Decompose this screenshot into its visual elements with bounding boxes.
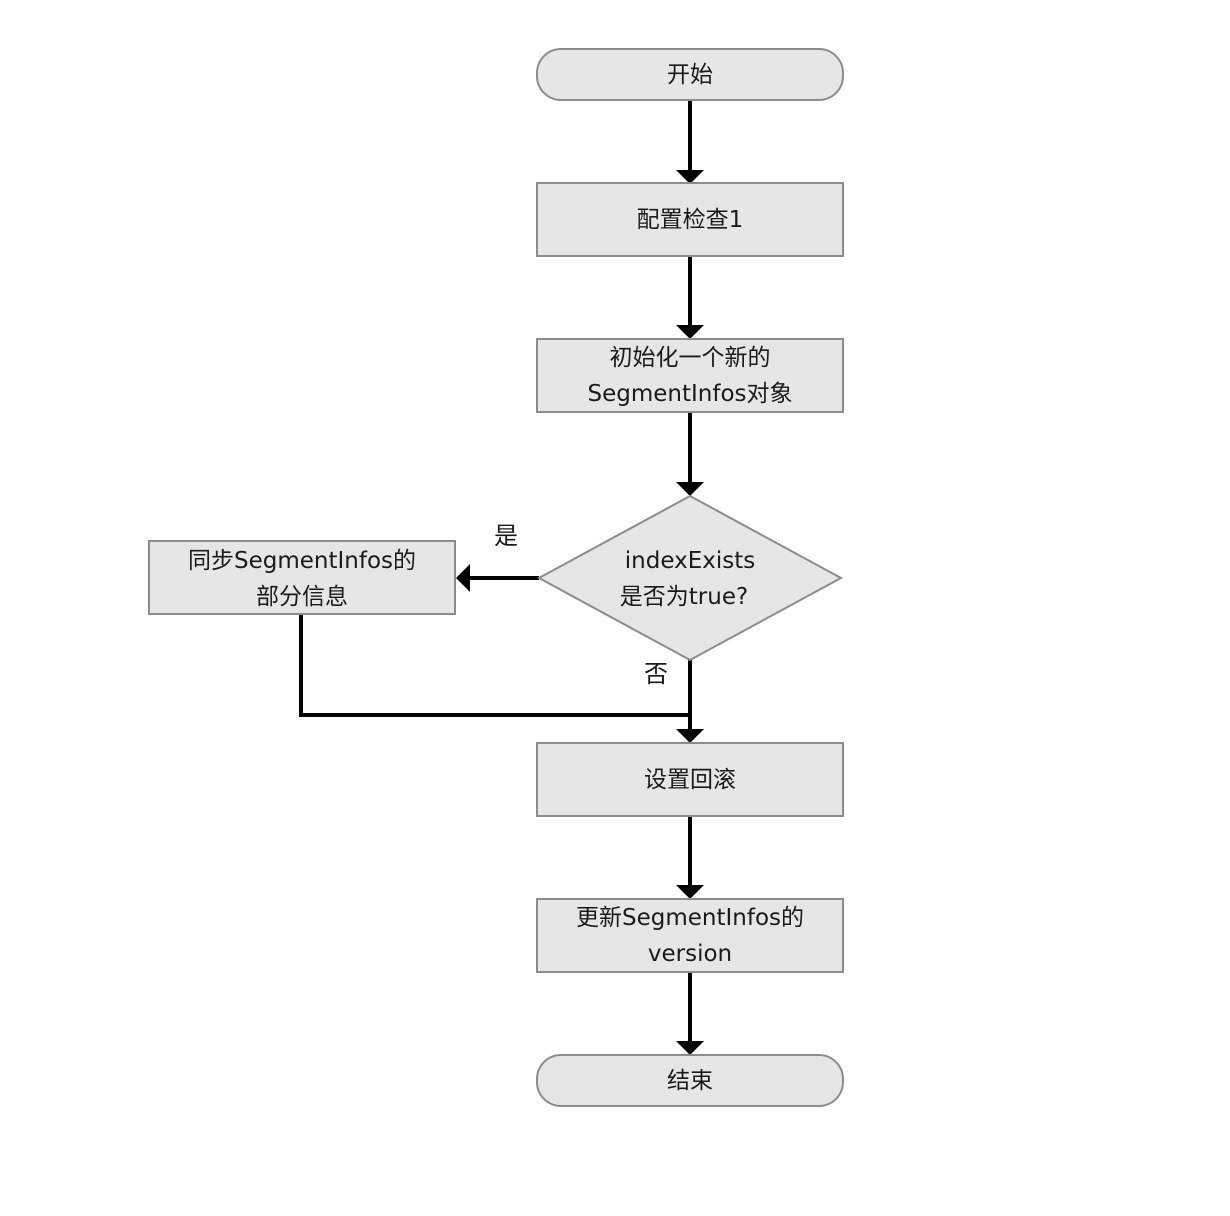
edge-sync-to-rollback[interactable] bbox=[299, 614, 690, 717]
node-update-version-line-1: 更新SegmentInfos的 bbox=[576, 905, 804, 931]
arrow-head bbox=[676, 170, 704, 184]
arrow-head bbox=[456, 564, 470, 592]
edge-config-check-to-init bbox=[676, 256, 704, 339]
node-index-exists-line-1: indexExists bbox=[625, 548, 755, 574]
edges bbox=[299, 100, 704, 1055]
arrow-head bbox=[676, 729, 704, 743]
node-sync-segment-infos-line-1: 同步SegmentInfos的 bbox=[188, 548, 416, 574]
node-start-label: 开始 bbox=[667, 62, 713, 88]
arrow-head bbox=[676, 482, 704, 496]
node-index-exists-decision[interactable]: indexExists 是否为true? bbox=[536, 494, 844, 662]
arrow-head bbox=[676, 885, 704, 899]
process-shape bbox=[536, 742, 844, 817]
edge-update-version-to-end bbox=[676, 972, 704, 1055]
arrow-head bbox=[676, 1041, 704, 1055]
edge-decision-yes-to-sync[interactable] bbox=[456, 564, 539, 592]
edge-label-yes: 是 bbox=[494, 522, 518, 550]
decision-shape bbox=[536, 494, 844, 662]
node-config-check-label: 配置检查1 bbox=[637, 207, 744, 233]
node-sync-segment-infos[interactable]: 同步SegmentInfos的 部分信息 bbox=[148, 540, 456, 615]
terminator-shape bbox=[536, 48, 844, 101]
node-init-segment-infos-line-2: SegmentInfos对象 bbox=[587, 381, 792, 407]
node-set-rollback-label: 设置回滚 bbox=[644, 767, 736, 793]
node-start[interactable]: 开始 bbox=[536, 48, 844, 101]
node-config-check[interactable]: 配置检查1 bbox=[536, 182, 844, 257]
edge-decision-no-to-rollback[interactable] bbox=[676, 660, 704, 743]
edge-rollback-to-update-version bbox=[676, 816, 704, 899]
node-init-segment-infos[interactable]: 初始化一个新的 SegmentInfos对象 bbox=[536, 338, 844, 413]
node-update-version[interactable]: 更新SegmentInfos的 version bbox=[536, 898, 844, 973]
process-shape bbox=[536, 338, 844, 413]
node-index-exists-line-2: 是否为true? bbox=[620, 584, 748, 610]
node-end-label: 结束 bbox=[667, 1068, 713, 1094]
terminator-shape bbox=[536, 1054, 844, 1107]
edge-init-to-decision bbox=[676, 412, 704, 496]
node-end[interactable]: 结束 bbox=[536, 1054, 844, 1107]
node-sync-segment-infos-line-2: 部分信息 bbox=[256, 584, 348, 610]
node-update-version-line-2: version bbox=[648, 941, 732, 967]
process-shape bbox=[536, 898, 844, 973]
node-set-rollback[interactable]: 设置回滚 bbox=[536, 742, 844, 817]
edge-start-to-config-check bbox=[676, 100, 704, 184]
process-shape bbox=[536, 182, 844, 257]
node-init-segment-infos-line-1: 初始化一个新的 bbox=[610, 345, 771, 371]
edge-label-no: 否 bbox=[644, 660, 668, 688]
process-shape bbox=[148, 540, 456, 615]
arrow-head bbox=[676, 325, 704, 339]
